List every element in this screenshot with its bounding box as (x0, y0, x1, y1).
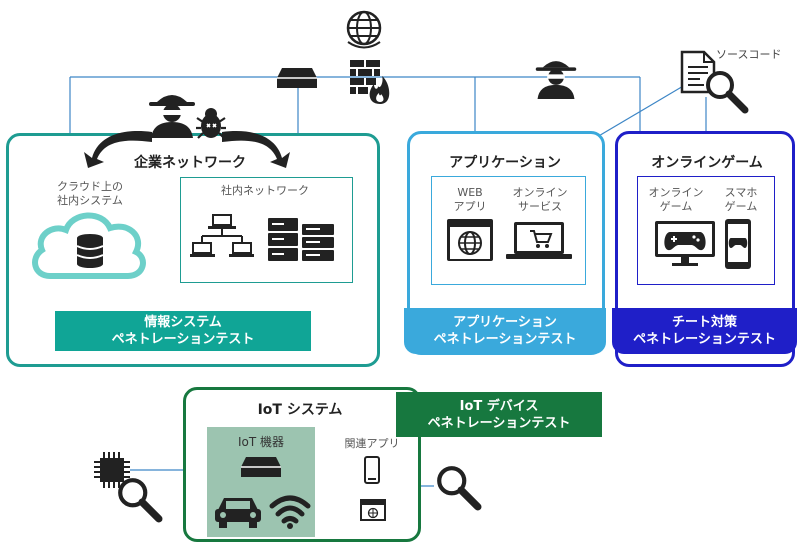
router-icon (241, 457, 281, 477)
source-code-label: ソースコード (716, 48, 782, 61)
firewall-icon (350, 60, 390, 104)
corporate-network-title: 企業ネットワーク (134, 155, 246, 171)
router-icon (277, 68, 317, 88)
online-service-label: オンライン サービス (512, 186, 568, 213)
attack-arrows (84, 131, 290, 168)
servers-icon (268, 218, 334, 261)
globe-icon (346, 10, 382, 49)
online-game-inner-box (637, 176, 775, 285)
smartphone-game-label: スマホ ゲーム (724, 186, 758, 213)
internal-network-label: 社内ネットワーク (221, 184, 309, 197)
application-pentest-band: アプリケーション ペネトレーションテスト (404, 308, 606, 354)
smartphone-gamepad-icon (725, 219, 751, 269)
internal-network-box (180, 177, 353, 283)
magnifier-icon (706, 71, 749, 114)
iot-device-pentest-band: IoT デバイス ペネトレーションテスト (396, 392, 602, 437)
online-game-title: オンラインゲーム (651, 155, 763, 171)
cloud-database-icon (32, 212, 146, 279)
browser-globe-icon (447, 219, 493, 261)
smartphone-icon (364, 456, 380, 484)
cheat-pentest-band: チート対策 ペネトレーションテスト (612, 308, 797, 354)
wifi-icon (269, 495, 311, 529)
application-title: アプリケーション (449, 155, 561, 171)
iot-system-title: IoT システム (257, 402, 343, 418)
hacker-icon (535, 61, 577, 99)
cloud-system-label: クラウド上の 社内システム (57, 180, 123, 207)
magnifier-icon (118, 478, 163, 523)
car-icon (215, 498, 261, 528)
web-app-label: WEB アプリ (453, 186, 487, 213)
info-system-pentest-band: 情報システム ペネトレーションテスト (55, 311, 311, 351)
bug-icon (196, 108, 226, 139)
iot-device-label: IoT 機器 (237, 435, 285, 449)
document-icon (680, 50, 716, 94)
magnifier-icon (437, 466, 482, 511)
laptop-cart-icon (506, 222, 572, 259)
application-inner-box (431, 176, 586, 285)
browser-small-icon (360, 499, 386, 521)
hacker-icon (149, 95, 195, 138)
online-game-label: オンライン ゲーム (648, 186, 704, 213)
monitor-gamepad-icon (655, 221, 715, 266)
related-app-label: 関連アプリ (344, 437, 400, 450)
laptops-network-icon (190, 214, 254, 257)
chip-icon (94, 452, 130, 488)
